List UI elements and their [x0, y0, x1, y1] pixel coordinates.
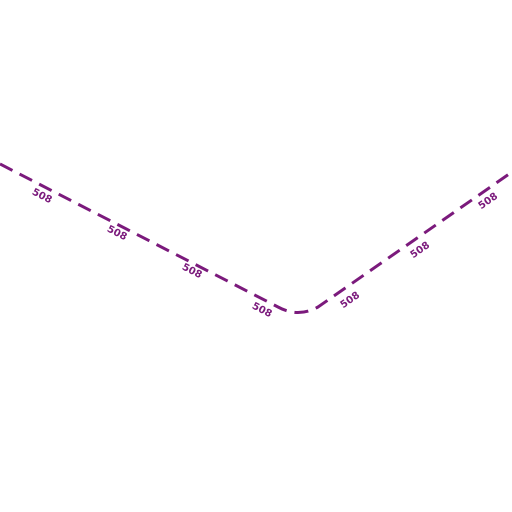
- route-508-line[interactable]: [0, 162, 512, 314]
- route-label-4: 508: [250, 301, 274, 320]
- route-label-5: 508: [339, 290, 362, 311]
- route-label-3: 508: [180, 262, 204, 281]
